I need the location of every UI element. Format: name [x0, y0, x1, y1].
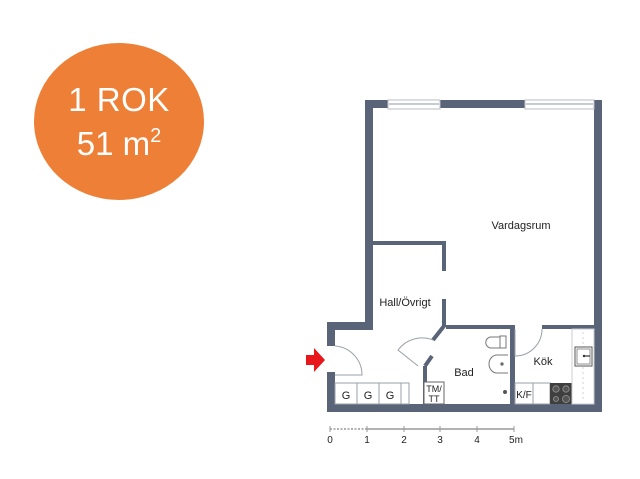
entry-wall-upper [327, 322, 335, 346]
rooms-label: 1 ROK [68, 80, 170, 118]
bath-left-wall-upper [442, 299, 446, 327]
scale-bar: 0 1 2 3 4 5m [327, 426, 523, 446]
bath-right-wall [510, 325, 515, 405]
scale-tick-label: 1 [364, 435, 370, 446]
hall-right-wall-upper [442, 241, 446, 271]
bottom-wall [327, 404, 602, 412]
scale-tick-label: 0 [327, 435, 333, 446]
room-label-vardagsrum: Vardagsrum [491, 220, 550, 232]
wardrobe-label: G [364, 390, 373, 402]
area-label: 51 m2 [77, 122, 162, 166]
floor-drain-icon [503, 390, 507, 394]
room-label-bad: Bad [454, 367, 474, 379]
area-value: 51 m [76, 124, 151, 162]
scale-tick-label: 3 [437, 435, 443, 446]
wardrobe-label: G [342, 390, 351, 402]
walls [327, 100, 602, 412]
doors [334, 328, 543, 376]
washer-dryer [423, 381, 445, 405]
wardrobe-label: G [386, 390, 395, 402]
left-upper-wall [365, 100, 373, 330]
scale-tick-label: 2 [401, 435, 407, 446]
top-wall [365, 100, 602, 108]
toilet-icon [485, 335, 507, 349]
right-wall [594, 100, 602, 412]
entry-step-wall [327, 322, 373, 330]
bath-top-wall [446, 325, 515, 329]
bath-diagonal-wall [431, 324, 446, 342]
area-unit-superscript: 2 [150, 124, 162, 147]
bath-door-swing [397, 337, 434, 367]
kitchen-counter [532, 382, 551, 405]
bath-diagonal-wall-lower [423, 354, 434, 368]
bath-sink-icon [488, 354, 508, 374]
room-label-kok: Kök [534, 356, 553, 368]
room-size-badge: 1 ROK 51 m2 [34, 43, 204, 200]
scale-tick-label: 4 [474, 435, 480, 446]
kitchen-top-wall [542, 325, 598, 329]
windows [387, 99, 595, 110]
washer-dryer-label: TM/ [426, 384, 442, 394]
entry-arrow-icon [306, 348, 325, 372]
entry-wall-lower [327, 372, 335, 412]
scale-tick-label: 5m [509, 435, 523, 446]
entry-door-swing [334, 345, 363, 376]
hall-top-wall [372, 241, 446, 245]
fridge-freezer-label: K/F [516, 390, 532, 401]
washer-dryer-label: TT [429, 394, 440, 404]
room-label-hall: Hall/Övrigt [379, 297, 430, 309]
kitchen-door-swing [514, 328, 543, 357]
wardrobes [334, 382, 410, 405]
